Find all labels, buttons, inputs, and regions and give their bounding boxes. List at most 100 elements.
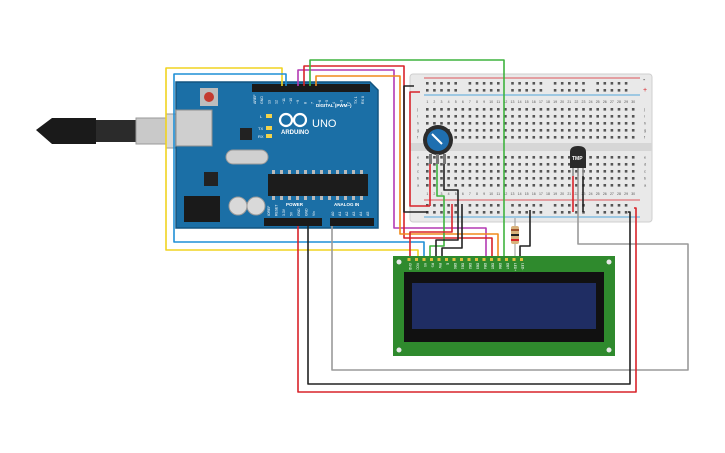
breadboard-hole[interactable] [468,170,472,173]
breadboard-hole[interactable] [546,129,550,132]
breadboard-hole[interactable] [511,163,514,166]
breadboard-hole[interactable] [511,122,514,125]
breadboard-hole[interactable] [482,211,486,214]
breadboard-hole[interactable] [518,184,521,187]
breadboard-hole[interactable] [504,122,507,125]
wire-led-black[interactable] [519,210,531,260]
breadboard-hole[interactable] [568,129,571,132]
breadboard-hole[interactable] [511,204,514,207]
breadboard-hole[interactable] [468,156,472,159]
breadboard-hole[interactable] [546,136,550,139]
wire-green[interactable] [309,59,505,260]
breadboard-hole[interactable] [475,82,479,85]
breadboard-hole[interactable] [603,108,607,111]
wire-sensor-gray[interactable] [331,176,689,371]
breadboard-hole[interactable] [489,204,493,207]
breadboard-hole[interactable] [553,122,557,125]
breadboard-hole[interactable] [553,163,557,166]
breadboard-hole[interactable] [440,211,443,214]
wire-blue[interactable] [173,73,425,260]
breadboard-hole[interactable] [575,82,578,85]
breadboard-hole[interactable] [589,122,592,125]
breadboard-hole[interactable] [440,122,443,125]
breadboard-hole[interactable] [426,177,429,180]
breadboard-hole[interactable] [497,108,500,111]
breadboard-hole[interactable] [482,108,486,111]
breadboard-hole[interactable] [468,177,472,180]
breadboard-hole[interactable] [454,211,457,214]
breadboard-hole[interactable] [511,170,514,173]
breadboard-hole[interactable] [426,108,429,111]
breadboard-hole[interactable] [497,177,500,180]
breadboard-hole[interactable] [617,211,621,214]
breadboard-hole[interactable] [539,122,543,125]
breadboard-hole[interactable] [624,122,628,125]
breadboard-hole[interactable] [447,156,450,159]
breadboard-hole[interactable] [454,122,457,125]
breadboard-hole[interactable] [553,204,557,207]
breadboard-hole[interactable] [560,184,564,187]
breadboard-hole[interactable] [560,177,564,180]
breadboard-hole[interactable] [546,108,550,111]
breadboard-hole[interactable] [582,129,585,132]
breadboard-hole[interactable] [497,163,500,166]
lcd-pin[interactable] [415,258,418,261]
breadboard-hole[interactable] [468,211,472,214]
breadboard-hole[interactable] [610,170,614,173]
breadboard-hole[interactable] [447,177,450,180]
breadboard-hole[interactable] [610,136,614,139]
breadboard-hole[interactable] [560,211,564,214]
breadboard-hole[interactable] [497,170,500,173]
breadboard-hole[interactable] [468,82,472,85]
lcd-pin[interactable] [422,258,426,261]
breadboard-hole[interactable] [589,115,592,118]
breadboard-hole[interactable] [603,115,607,118]
breadboard-hole[interactable] [610,115,614,118]
breadboard-hole[interactable] [589,184,592,187]
breadboard-hole[interactable] [568,82,571,85]
breadboard-hole[interactable] [489,115,493,118]
breadboard-hole[interactable] [610,156,614,159]
breadboard-hole[interactable] [575,122,578,125]
breadboard-hole[interactable] [546,122,550,125]
breadboard-hole[interactable] [596,204,599,207]
breadboard-hole[interactable] [454,184,457,187]
breadboard-hole[interactable] [518,177,521,180]
potentiometer[interactable] [423,125,453,164]
breadboard-hole[interactable] [525,184,528,187]
breadboard-hole[interactable] [589,177,592,180]
breadboard-hole[interactable] [560,115,564,118]
breadboard-hole[interactable] [596,122,599,125]
breadboard-hole[interactable] [596,163,599,166]
breadboard-hole[interactable] [610,108,614,111]
breadboard-hole[interactable] [426,115,429,118]
breadboard-hole[interactable] [553,170,557,173]
wire-lcd-red[interactable] [409,204,453,260]
breadboard-hole[interactable] [511,115,514,118]
power-header[interactable] [264,218,322,226]
breadboard-hole[interactable] [497,184,500,187]
breadboard-hole[interactable] [532,89,536,92]
breadboard-hole[interactable] [575,184,578,187]
breadboard-hole[interactable] [532,122,536,125]
breadboard-hole[interactable] [546,156,550,159]
breadboard-hole[interactable] [539,136,543,139]
usb-cable[interactable] [36,113,197,149]
breadboard-hole[interactable] [440,89,443,92]
breadboard-hole[interactable] [518,136,521,139]
breadboard-hole[interactable] [468,89,472,92]
breadboard-hole[interactable] [461,136,465,139]
breadboard-hole[interactable] [603,89,607,92]
breadboard-hole[interactable] [475,122,479,125]
breadboard-hole[interactable] [631,136,635,139]
breadboard-hole[interactable] [525,115,528,118]
breadboard-hole[interactable] [617,115,621,118]
breadboard-hole[interactable] [475,211,479,214]
breadboard-hole[interactable] [610,122,614,125]
breadboard-hole[interactable] [525,170,528,173]
breadboard-hole[interactable] [582,89,585,92]
breadboard-hole[interactable] [596,115,599,118]
breadboard-hole[interactable] [624,89,628,92]
breadboard-hole[interactable] [603,211,607,214]
